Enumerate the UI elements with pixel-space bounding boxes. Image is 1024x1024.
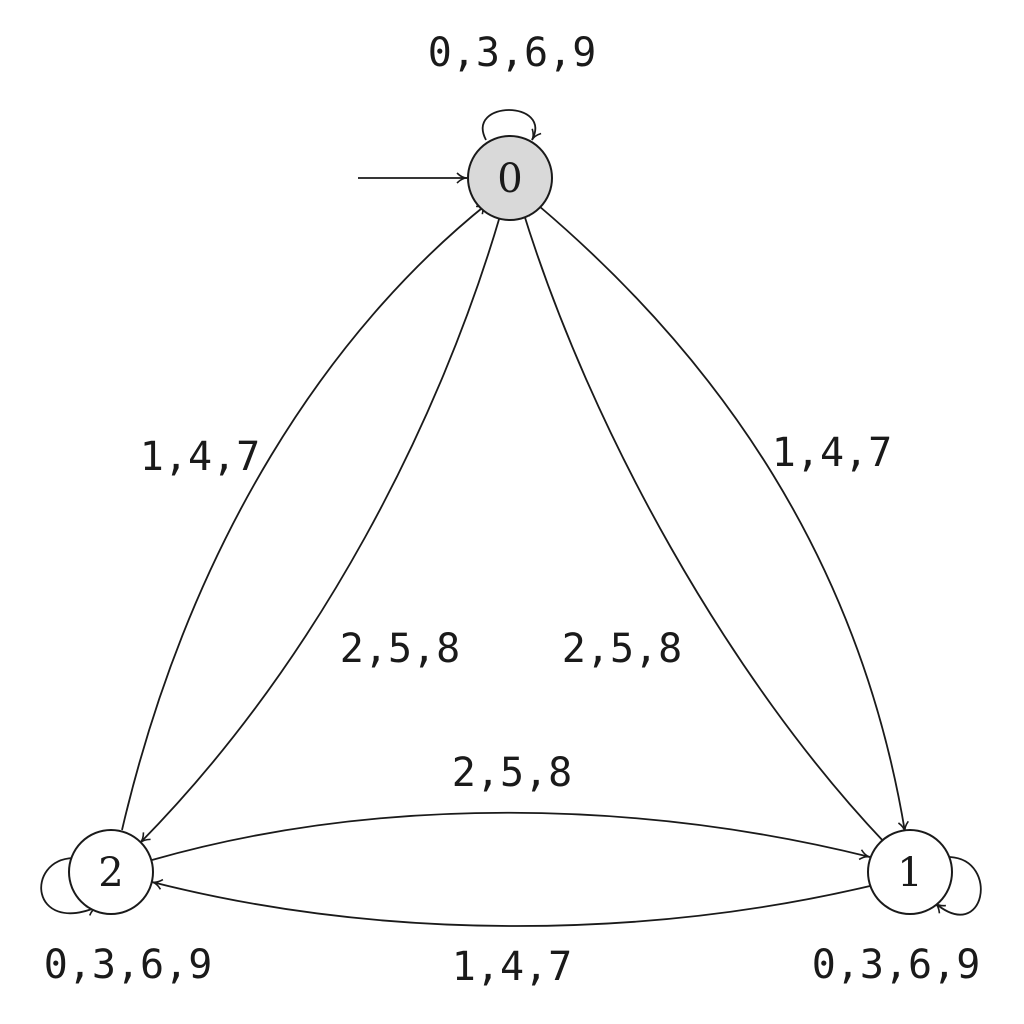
state-2-label: 2	[98, 850, 123, 896]
state-2: 2	[68, 829, 154, 915]
label-edge-2-to-0: 1,4,7	[140, 434, 260, 480]
edge-0-to-2	[139, 215, 501, 844]
self-loop-0	[482, 109, 542, 141]
self-loop-2	[40, 857, 98, 916]
state-1: 1	[867, 829, 953, 915]
label-edge-1-to-2: 1,4,7	[452, 944, 572, 990]
label-edge-2-to-1: 2,5,8	[452, 750, 572, 796]
label-loop-1: 0,3,6,9	[812, 942, 981, 988]
self-loop-1	[934, 856, 982, 916]
label-edge-0-to-1: 1,4,7	[772, 430, 892, 476]
state-1-circle	[867, 829, 953, 915]
edge-1-to-0	[519, 207, 886, 844]
state-0-label: 0	[497, 156, 522, 202]
state-2-circle	[68, 829, 154, 915]
edge-2-to-1	[151, 811, 871, 861]
edge-0-to-1	[538, 205, 909, 833]
label-edge-1-to-0: 2,5,8	[562, 626, 682, 672]
label-loop-2: 0,3,6,9	[44, 942, 213, 988]
edge-1-to-2	[151, 878, 871, 927]
state-0: 0	[467, 135, 553, 221]
state-0-circle	[467, 135, 553, 221]
state-1-label: 1	[897, 850, 922, 896]
label-edge-0-to-2: 2,5,8	[340, 626, 460, 672]
label-loop-0: 0,3,6,9	[428, 30, 597, 76]
edge-2-to-0	[121, 203, 488, 831]
